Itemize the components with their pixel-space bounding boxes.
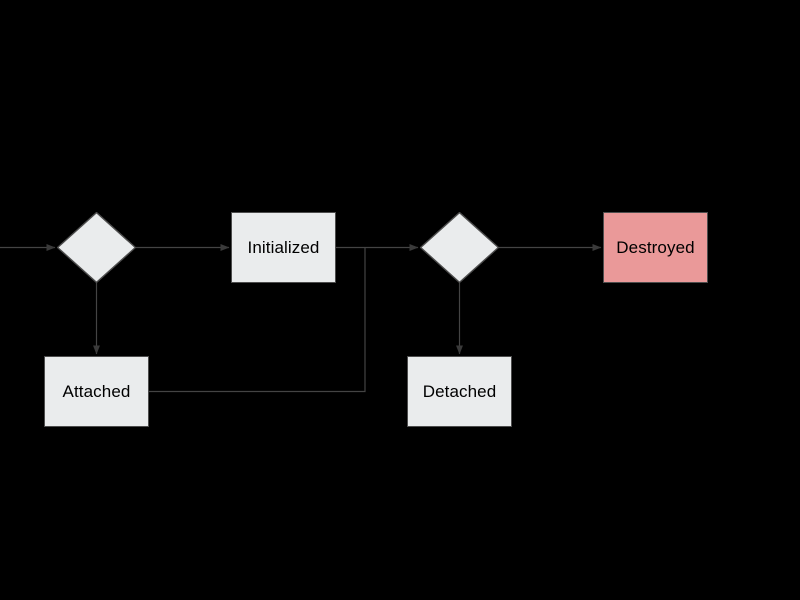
node-label: Attached	[62, 382, 131, 401]
node-attached[interactable]: Attached	[44, 356, 149, 427]
node-destroyed[interactable]: Destroyed	[603, 212, 708, 283]
node-label: Destroyed	[616, 238, 695, 257]
node-decision-1[interactable]	[57, 212, 136, 283]
diamond-icon	[420, 212, 499, 283]
node-label: Initialized	[247, 238, 320, 257]
node-detached[interactable]: Detached	[407, 356, 512, 427]
node-initialized[interactable]: Initialized	[231, 212, 336, 283]
node-decision-2[interactable]	[420, 212, 499, 283]
diamond-icon	[57, 212, 136, 283]
node-label: Detached	[422, 382, 497, 401]
